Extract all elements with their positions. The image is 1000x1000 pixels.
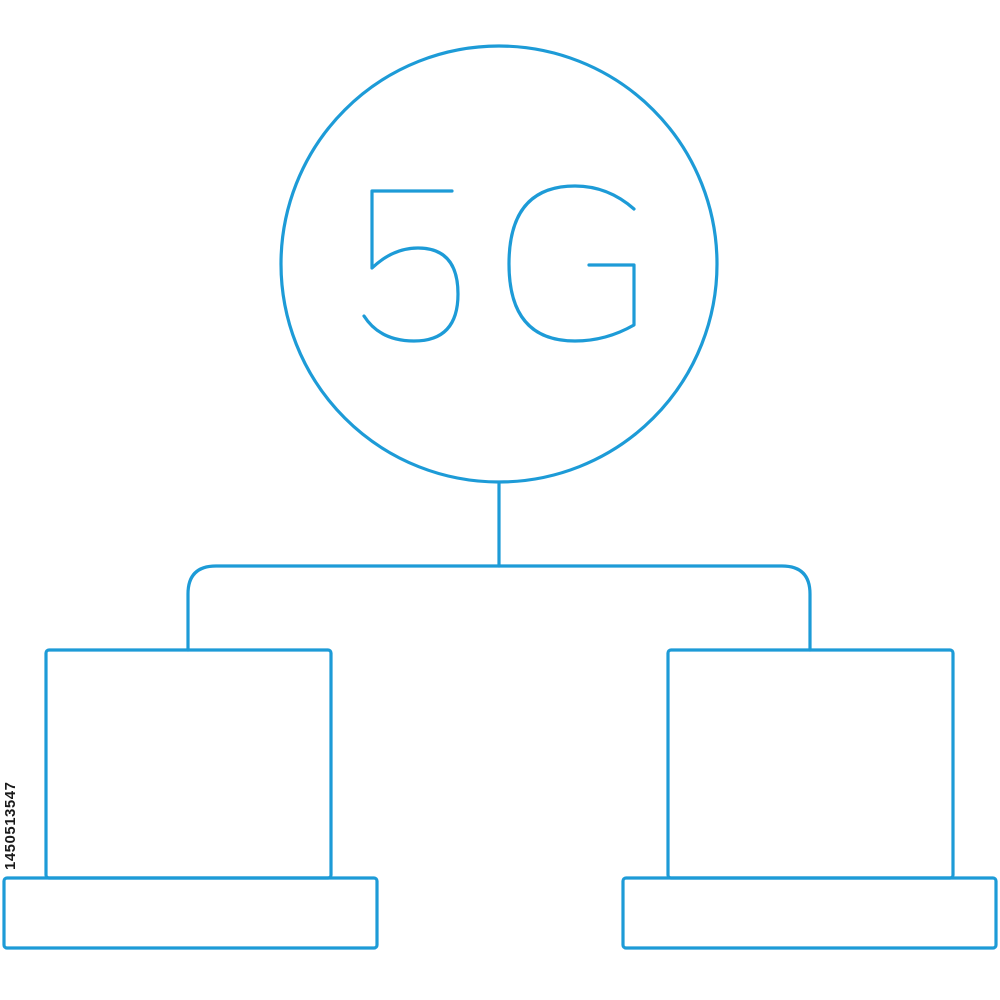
laptop-right-base — [621, 876, 998, 950]
laptop-right-icon — [621, 648, 998, 950]
laptop-left-icon — [2, 648, 379, 950]
hub-label-g — [507, 184, 636, 343]
branch-line — [186, 564, 812, 652]
laptop-left-screen — [44, 648, 333, 880]
stock-id-watermark: 1450513547 — [2, 781, 19, 870]
laptop-left-base — [2, 876, 379, 950]
connector-lines — [186, 482, 812, 652]
laptop-right-screen — [666, 648, 955, 880]
hub-circle — [279, 44, 719, 484]
5g-hub: 5G — [279, 44, 719, 484]
hub-label-5 — [362, 189, 460, 343]
